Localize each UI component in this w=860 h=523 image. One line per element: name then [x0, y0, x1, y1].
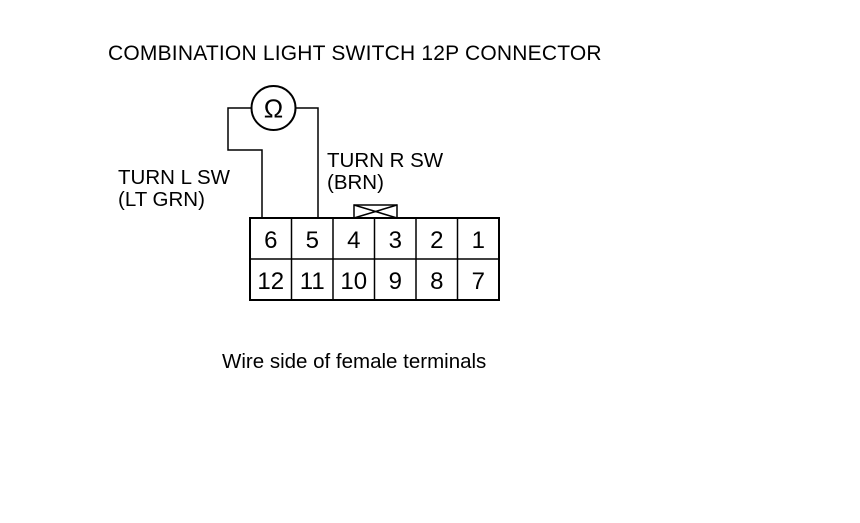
terminal-12: 12: [257, 268, 284, 295]
terminal-row-top: 6 5 4 3 2 1: [264, 227, 485, 254]
connector-lock-tab: [353, 204, 398, 219]
terminal-7: 7: [472, 268, 485, 295]
turn-r-sw-wire-color: (BRN): [327, 171, 384, 194]
turn-r-sw-name: TURN R SW: [327, 149, 444, 172]
diagram-title: COMBINATION LIGHT SWITCH 12P CONNECTOR: [108, 42, 602, 65]
ohmmeter-leads: [227, 107, 319, 218]
left-probe-wire: [227, 107, 263, 218]
terminal-2: 2: [430, 227, 443, 254]
terminal-10: 10: [340, 268, 367, 295]
right-probe-wire: [296, 107, 319, 218]
turn-l-sw-label: TURN L SW (LT GRN): [118, 167, 230, 211]
connector-body: [249, 217, 500, 301]
terminal-9: 9: [389, 268, 402, 295]
turn-r-sw-label: TURN R SW (BRN): [327, 150, 443, 194]
terminal-8: 8: [430, 268, 443, 295]
turn-l-sw-name: TURN L SW: [118, 166, 230, 189]
terminal-3: 3: [389, 227, 402, 254]
view-caption: Wire side of female terminals: [222, 350, 487, 373]
terminal-1: 1: [472, 227, 485, 254]
terminal-6: 6: [264, 227, 277, 254]
ohmmeter-icon: Ω: [250, 85, 297, 131]
turn-l-sw-wire-color: (LT GRN): [118, 188, 205, 211]
terminal-row-bottom: 12 11 10 9 8 7: [257, 268, 485, 295]
terminal-5: 5: [306, 227, 319, 254]
terminal-4: 4: [347, 227, 360, 254]
terminal-11: 11: [300, 268, 325, 295]
ohm-symbol: Ω: [264, 94, 283, 124]
